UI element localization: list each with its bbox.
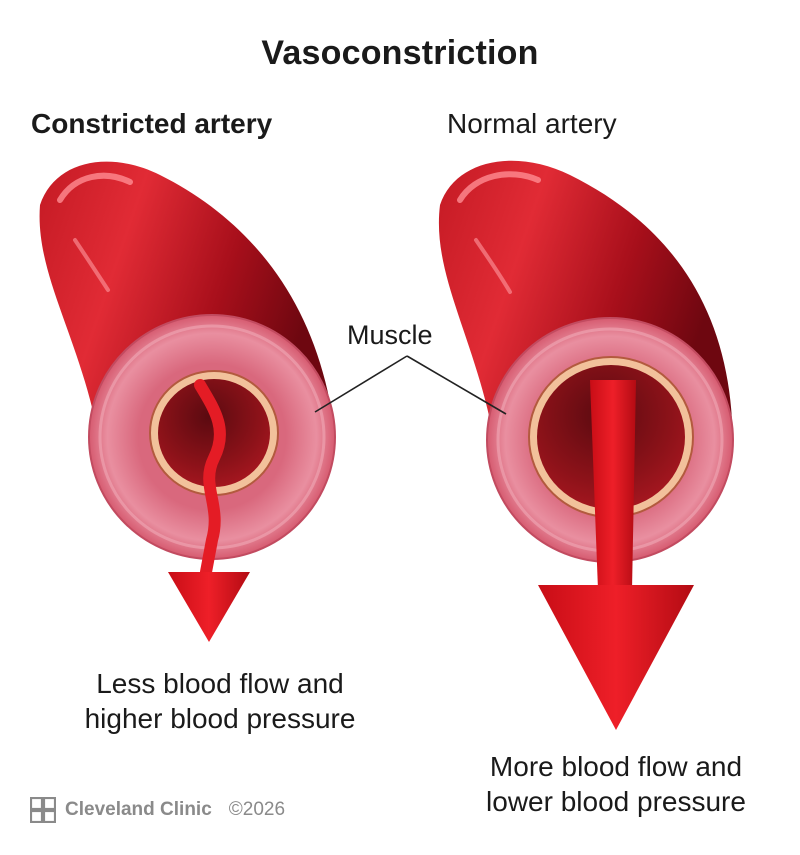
muscle-label: Muscle xyxy=(347,320,433,350)
normal-blood-flow xyxy=(590,380,636,590)
constricted-flow-arrow xyxy=(168,572,250,642)
constricted-artery-label: Constricted artery xyxy=(31,108,273,139)
normal-caption-line2: lower blood pressure xyxy=(486,786,746,817)
copyright-text: ©2026 xyxy=(228,799,286,820)
cleveland-clinic-logo-icon xyxy=(30,797,56,823)
normal-flow-arrow xyxy=(538,585,694,730)
normal-caption-line1: More blood flow and xyxy=(489,751,743,782)
page-title: Vasoconstriction xyxy=(261,34,539,72)
constricted-caption: Less blood flow and higher blood pressur… xyxy=(40,666,400,736)
muscle-callout-lines xyxy=(314,355,507,415)
constricted-blood-flow xyxy=(194,379,226,578)
normal-artery-label: Normal artery xyxy=(447,108,617,139)
brand-name: Cleveland Clinic xyxy=(65,799,212,820)
constricted-caption-line1: Less blood flow and xyxy=(96,668,344,699)
footer-brand: Cleveland Clinic ©2026 xyxy=(30,797,285,823)
constricted-artery xyxy=(39,161,336,642)
constricted-caption-line2: higher blood pressure xyxy=(84,703,356,734)
normal-artery xyxy=(438,160,734,730)
normal-caption: More blood flow and lower blood pressure xyxy=(440,749,792,819)
